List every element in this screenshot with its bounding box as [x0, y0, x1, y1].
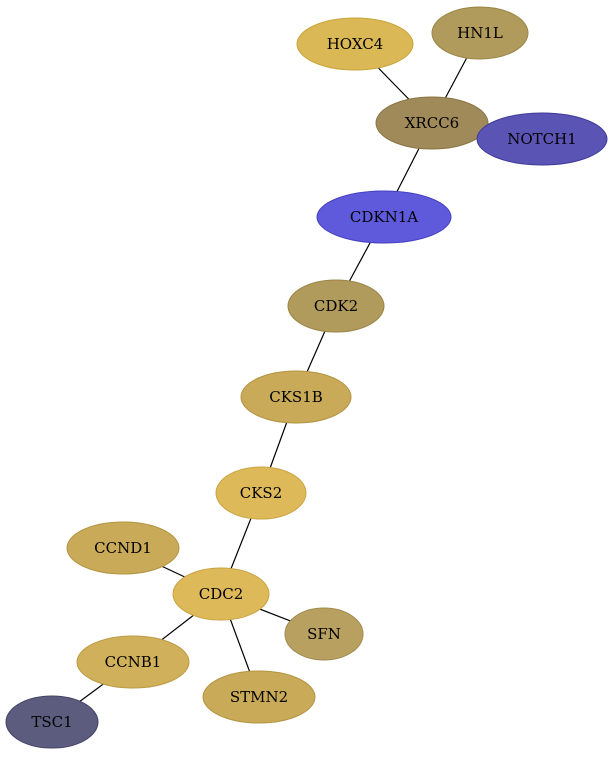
- node-ellipse-cdk2: [287, 279, 385, 333]
- node-label-notch1: NOTCH1: [507, 130, 577, 148]
- node-ellipse-cks1b: [240, 370, 352, 424]
- node-ellipse-ccnd1: [66, 521, 180, 575]
- node-tsc1[interactable]: TSC1: [5, 695, 99, 749]
- node-ellipse-tsc1: [5, 695, 99, 749]
- node-hoxc4[interactable]: HOXC4: [296, 17, 414, 71]
- node-ellipse-cdkn1a: [316, 190, 452, 244]
- node-xrcc6[interactable]: XRCC6: [375, 96, 489, 150]
- node-stmn2[interactable]: STMN2: [202, 670, 316, 724]
- node-label-tsc1: TSC1: [31, 713, 72, 731]
- node-cdk2[interactable]: CDK2: [287, 279, 385, 333]
- node-ellipse-cdc2: [172, 567, 270, 621]
- node-label-ccnb1: CCNB1: [105, 653, 162, 671]
- node-ellipse-cks2: [215, 466, 307, 520]
- node-ellipse-ccnb1: [76, 635, 190, 689]
- node-ellipse-notch1: [476, 112, 608, 166]
- node-ellipse-hoxc4: [296, 17, 414, 71]
- node-cdc2[interactable]: CDC2: [172, 567, 270, 621]
- node-cks2[interactable]: CKS2: [215, 466, 307, 520]
- node-label-ccnd1: CCND1: [94, 539, 152, 557]
- node-ellipse-xrcc6: [375, 96, 489, 150]
- node-label-cks2: CKS2: [240, 484, 283, 502]
- node-ellipse-hn1l: [431, 6, 529, 60]
- node-label-hoxc4: HOXC4: [327, 35, 384, 53]
- node-label-sfn: SFN: [307, 625, 341, 643]
- node-label-cks1b: CKS1B: [269, 388, 323, 406]
- node-ccnb1[interactable]: CCNB1: [76, 635, 190, 689]
- node-label-stmn2: STMN2: [230, 688, 288, 706]
- node-cks1b[interactable]: CKS1B: [240, 370, 352, 424]
- node-label-cdkn1a: CDKN1A: [350, 208, 418, 226]
- node-sfn[interactable]: SFN: [284, 607, 364, 661]
- node-notch1[interactable]: NOTCH1: [476, 112, 608, 166]
- node-cdkn1a[interactable]: CDKN1A: [316, 190, 452, 244]
- node-ccnd1[interactable]: CCND1: [66, 521, 180, 575]
- node-label-xrcc6: XRCC6: [405, 114, 459, 132]
- node-ellipse-stmn2: [202, 670, 316, 724]
- node-label-cdk2: CDK2: [314, 297, 358, 315]
- node-ellipse-sfn: [284, 607, 364, 661]
- node-hn1l[interactable]: HN1L: [431, 6, 529, 60]
- node-label-hn1l: HN1L: [457, 24, 503, 42]
- node-label-cdc2: CDC2: [199, 585, 244, 603]
